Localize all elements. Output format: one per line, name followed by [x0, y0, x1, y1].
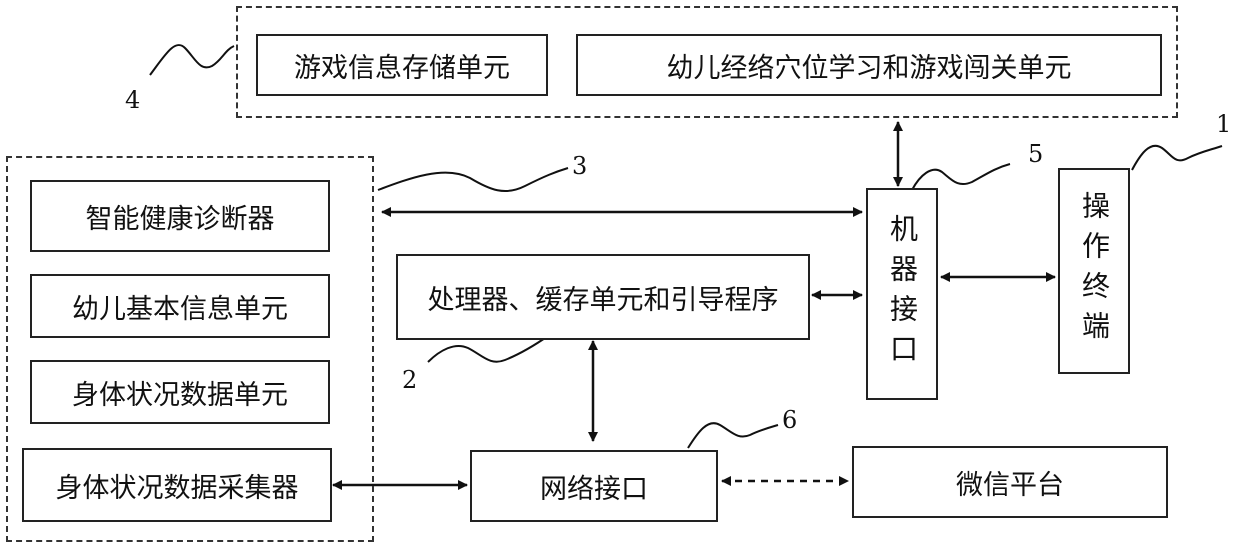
- label-3: 3: [572, 152, 587, 180]
- leader-line-3: [378, 168, 568, 191]
- label-1: 1: [1216, 110, 1231, 138]
- label-2: 2: [402, 366, 417, 394]
- operation-terminal-box: 操作终端: [1058, 168, 1130, 374]
- processor-box: 处理器、缓存单元和引导程序: [396, 254, 810, 340]
- child-basic-info-box: 幼儿基本信息单元: [30, 274, 330, 338]
- smart-health-diagnoser-box: 智能健康诊断器: [30, 180, 330, 252]
- leader-line-6: [688, 423, 778, 448]
- body-status-collector-box: 身体状况数据采集器: [22, 448, 332, 522]
- leader-line-4: [150, 45, 234, 75]
- machine-interface-box: 机器接口: [866, 188, 938, 400]
- game-info-storage-box: 游戏信息存储单元: [256, 34, 548, 96]
- body-status-data-unit-box: 身体状况数据单元: [30, 360, 330, 424]
- label-4: 4: [125, 86, 140, 114]
- label-5: 5: [1028, 140, 1043, 168]
- leader-line-1: [1132, 146, 1222, 170]
- leader-line-5: [912, 164, 1010, 190]
- wechat-platform-box: 微信平台: [852, 446, 1168, 518]
- label-6: 6: [782, 406, 797, 434]
- child-meridian-learning-box: 幼儿经络穴位学习和游戏闯关单元: [576, 34, 1162, 96]
- network-interface-box: 网络接口: [470, 450, 718, 522]
